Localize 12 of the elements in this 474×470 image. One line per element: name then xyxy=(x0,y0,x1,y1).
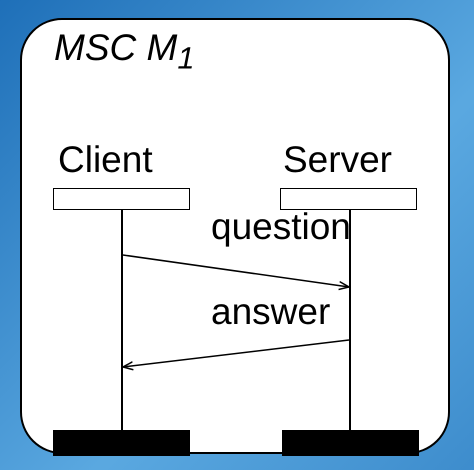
lifeline-end-bar xyxy=(282,430,419,456)
lifeline xyxy=(349,210,351,430)
message-arrow xyxy=(122,254,350,290)
message-label: question xyxy=(211,207,351,247)
diagram-frame xyxy=(20,18,450,454)
frame-label: MSC M$_{1}$ xyxy=(54,28,194,78)
lifeline-end-bar xyxy=(53,430,190,456)
message-arrow xyxy=(122,339,350,371)
instance-name: Client xyxy=(58,140,153,180)
lifeline xyxy=(121,210,123,430)
instance-name: Server xyxy=(283,140,392,180)
message-label: answer xyxy=(211,292,330,332)
